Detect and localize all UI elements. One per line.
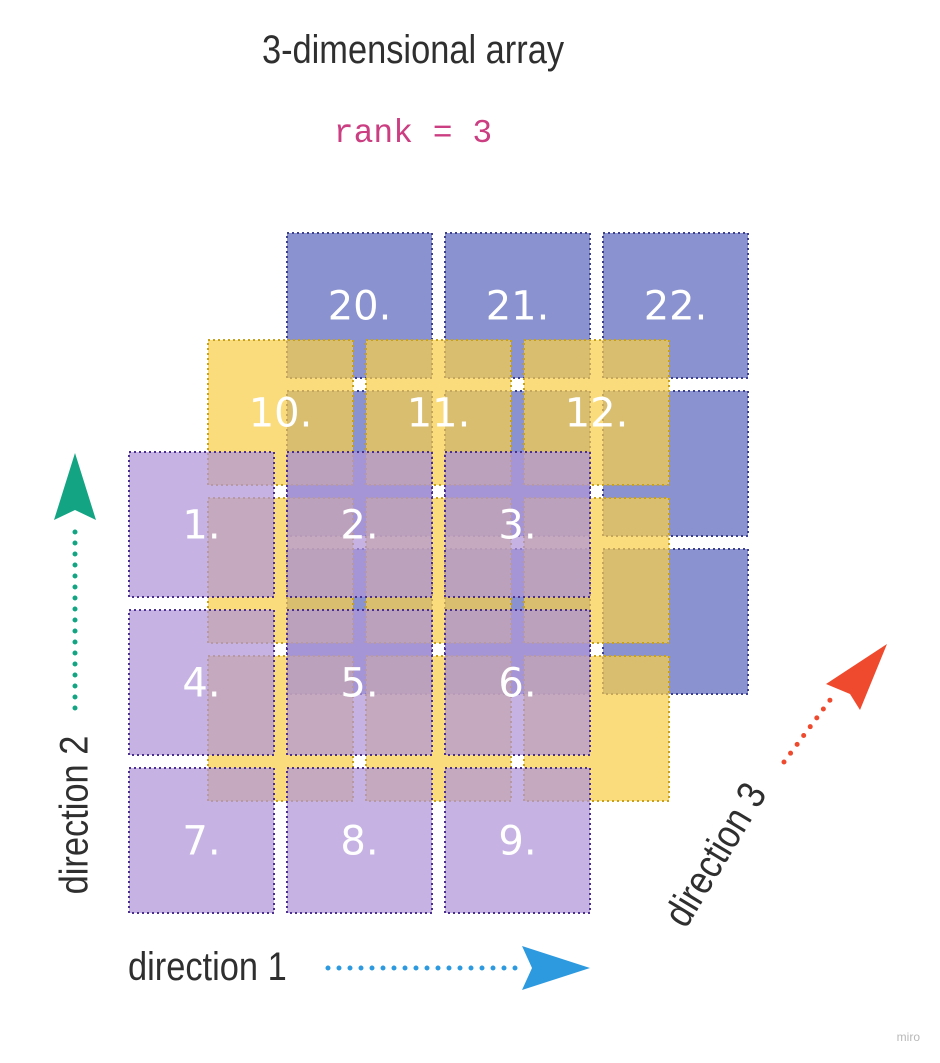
direction-1-arrow — [325, 946, 590, 990]
direction-3-arrow — [781, 644, 887, 765]
layer3-cell-label: 21. — [486, 284, 550, 330]
cell-labels: 20. 21. 22. 10. 11. 12. 1. 2. 3. 4. 5. 6. 7. 8. 9. — [182, 284, 707, 865]
layer1-cell-2 — [286, 451, 433, 598]
layer1-cell-label: 1. — [182, 503, 220, 549]
layer1-cell-label: 4. — [182, 661, 220, 707]
layer1-cell-5 — [286, 609, 433, 756]
direction-1-arrowhead — [522, 946, 590, 990]
rank-label: rank = 3 — [333, 115, 493, 152]
layer1-cell-7 — [128, 767, 275, 914]
layer2-cell-label: 10. — [249, 391, 313, 437]
layer2-cell-label: 12. — [565, 391, 629, 437]
diagram-title: 3-dimensional array — [261, 28, 565, 72]
layer1-cell-label: 7. — [182, 819, 220, 865]
layer1-cell-9 — [444, 767, 591, 914]
layer1-cell-label: 5. — [340, 661, 378, 707]
layer1-cell-label: 2. — [340, 503, 378, 549]
layer1-cell-6 — [444, 609, 591, 756]
layer-1-front — [128, 451, 591, 914]
layer3-cell-label: 22. — [644, 284, 708, 330]
direction-2-arrowhead — [54, 453, 96, 520]
miro-watermark: miro — [896, 1030, 920, 1044]
direction-3-arrow-shaft — [781, 689, 839, 765]
layer1-cell-1 — [128, 451, 275, 598]
direction-3-arrowhead — [826, 644, 887, 710]
layer1-cell-label: 8. — [340, 819, 378, 865]
layer1-cell-4 — [128, 609, 275, 756]
layer1-cell-label: 6. — [498, 661, 536, 707]
layer1-cell-8 — [286, 767, 433, 914]
layer1-cell-label: 9. — [498, 819, 536, 865]
direction-2-label: direction 2 — [52, 735, 97, 895]
direction-2-arrow — [54, 453, 96, 711]
direction-1-label: direction 1 — [128, 945, 287, 989]
layer2-cell-label: 11. — [407, 391, 471, 437]
layer1-cell-label: 3. — [498, 503, 536, 549]
layer3-cell-label: 20. — [328, 284, 392, 330]
layer1-cell-3 — [444, 451, 591, 598]
